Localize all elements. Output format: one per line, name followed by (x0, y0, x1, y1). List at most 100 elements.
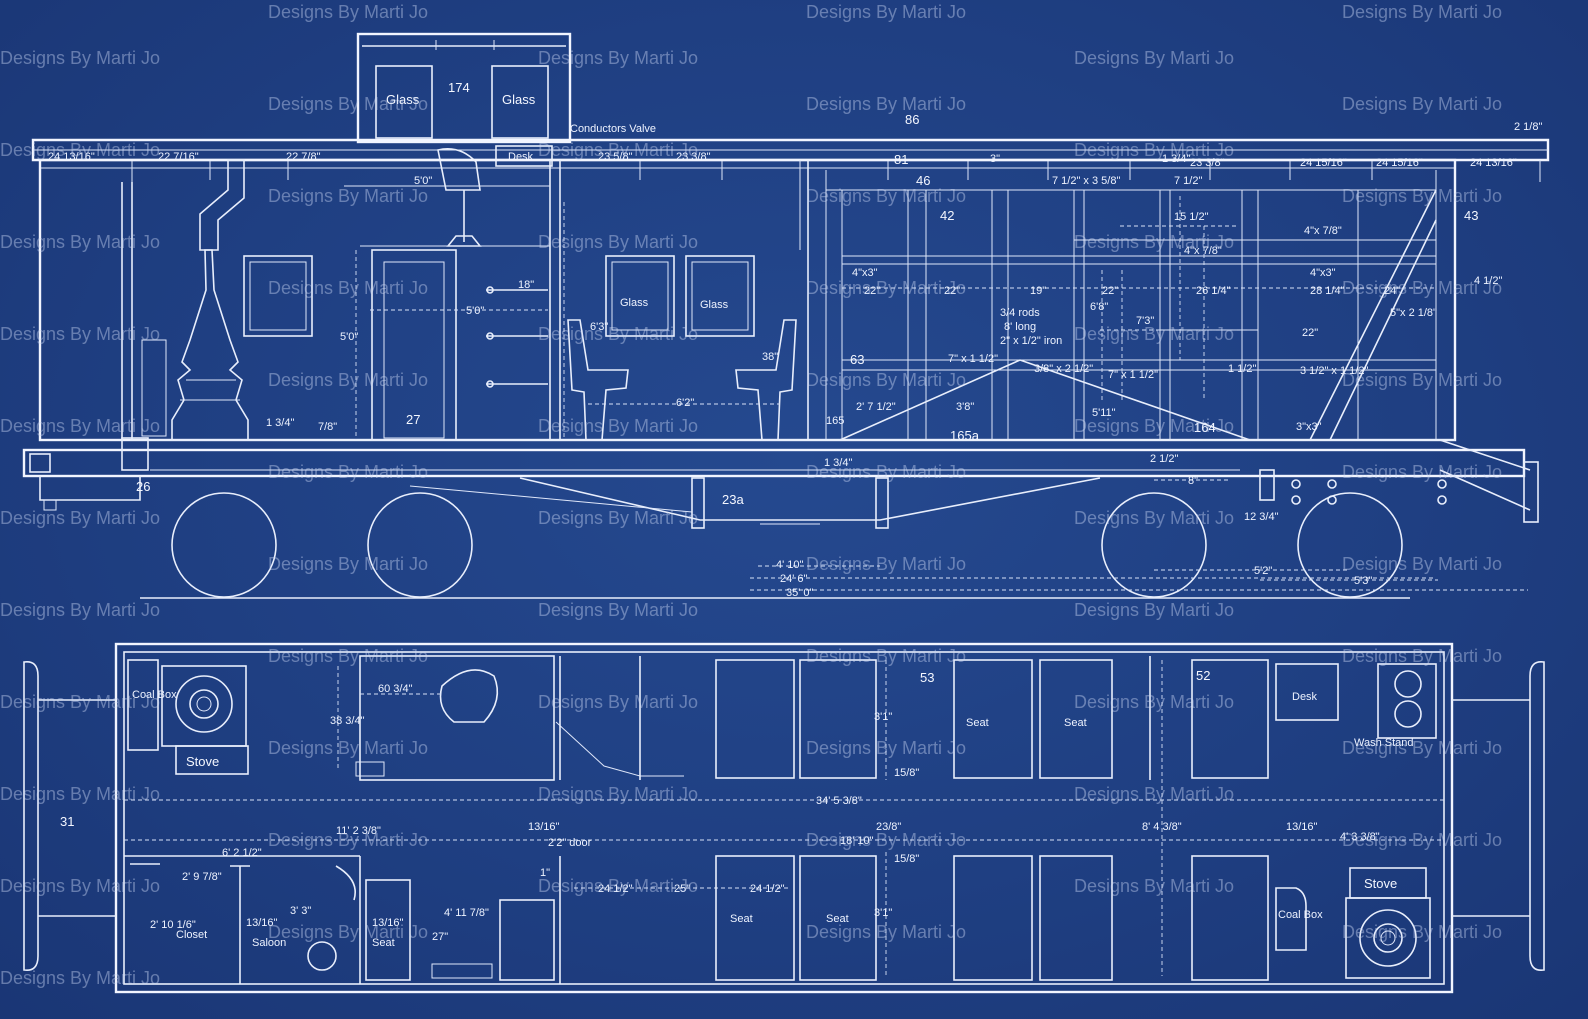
watermark: Designs By Marti Jo (806, 554, 966, 574)
rear-coupler (1259, 439, 1539, 523)
watermark: Designs By Marti Jo (1074, 324, 1234, 344)
part-165a: 165a (950, 428, 980, 443)
cupola (356, 32, 572, 144)
watermark: Designs By Marti Jo (1342, 554, 1502, 574)
stove-top (161, 665, 247, 747)
roof-line (31, 138, 1550, 162)
part-86: 86 (905, 112, 919, 127)
dim-22-b: 22" (944, 285, 960, 297)
cupola-window-left-label: Glass (386, 92, 420, 107)
rafter-dim-2: 22 7/16" (158, 151, 199, 163)
dim-2-9-7-8: 2' 9 7/8" (182, 871, 222, 883)
dim-22-d: 22" (1302, 327, 1318, 339)
dim-15-1-2: 15 1/2" (1174, 211, 1209, 223)
watermark: Designs By Marti Jo (268, 922, 428, 942)
watermark: Designs By Marti Jo (0, 508, 160, 528)
watermark: Designs By Marti Jo (1342, 186, 1502, 206)
watermark: Designs By Marti Jo (1074, 600, 1234, 620)
dim-38-3-4: 38 3/4" (330, 715, 365, 727)
framing-grid (825, 170, 1437, 440)
watermark: Designs By Marti Jo (806, 646, 966, 666)
dim-3-1-b: 3'1" (874, 907, 892, 919)
iron-note: 2" x 1/2" iron (1000, 335, 1062, 347)
closet-label: Closet (176, 929, 207, 941)
window-glass-1-label: Glass (620, 297, 649, 309)
dim-60-3-4: 60 3/4" (378, 683, 413, 695)
watermark: Designs By Marti Jo (538, 784, 698, 804)
dim-4x7-8-b: 4"x 7/8" (1304, 225, 1342, 237)
platform-left (23, 660, 39, 972)
watermark: Designs By Marti Jo (0, 416, 160, 436)
dim-4-11-7-8: 4' 11 7/8" (444, 907, 489, 919)
watermark: Designs By Marti Jo (1074, 232, 1234, 252)
saloon-label: Saloon (252, 937, 286, 949)
dim-2-1-8: 2 1/8" (1514, 121, 1542, 133)
watermark: Designs By Marti Jo (806, 186, 966, 206)
watermark: Designs By Marti Jo (1074, 140, 1234, 160)
ladder-rungs (486, 286, 548, 388)
dim-24-1-2-a: 24 1/2" (598, 883, 633, 895)
watermark: Designs By Marti Jo (1342, 278, 1502, 298)
dim-22-c: 22" (1102, 285, 1118, 297)
dim-18-10: 18' 10" (840, 835, 874, 847)
dim-6-8: 6'8" (1090, 301, 1108, 313)
watermark: Designs By Marti Jo (806, 278, 966, 298)
seat-label-5: Seat (826, 913, 849, 925)
watermark: Designs By Marti Jo (806, 922, 966, 942)
watermark: Designs By Marti Jo (0, 140, 160, 160)
desk-plan-label: Desk (1292, 691, 1318, 703)
seat-elevation-right (735, 319, 797, 441)
watermark: Designs By Marti Jo (538, 600, 698, 620)
dim-12-3-4: 12 3/4" (1244, 511, 1279, 523)
iron-note-2: 3/8" x 2 1/2" (1034, 363, 1093, 375)
watermark: Designs By Marti Jo (538, 324, 698, 344)
truss-rod (519, 477, 1101, 521)
dim-1-3-4-c: 1 3/4" (824, 457, 852, 469)
watermark: Designs By Marti Jo (1342, 646, 1502, 666)
dim-1-3-4-b: 1 3/4" (1162, 153, 1190, 165)
part-165: 165 (826, 415, 844, 427)
cupola-number: 174 (448, 80, 470, 95)
window-left-wall (243, 255, 313, 337)
dim-13-16-c: 13/16" (246, 917, 278, 929)
watermark: Designs By Marti Jo (268, 830, 428, 850)
dim-25: 25" (674, 883, 690, 895)
watermark: Designs By Marti Jo (268, 370, 428, 390)
dim-5-11: 5'11" (1092, 407, 1116, 419)
floor-plan: 31 Coal Box Stove Seat Seat 53 52 Desk (23, 642, 1545, 994)
watermark: Designs By Marti Jo (1342, 830, 1502, 850)
dim-2-7: 2' 7 1/2" (856, 401, 896, 413)
watermark: Designs By Marti Jo (268, 462, 428, 482)
dim-34-5-3-8: 34' 5 3/8" (816, 795, 862, 807)
platform-right (1529, 660, 1545, 972)
watermark: Designs By Marti Jo (1342, 2, 1502, 22)
dim-7-3: 7'3" (1136, 315, 1154, 327)
coal-box-bottom (1275, 887, 1307, 951)
dim-4-3-3-8: 4' 3 3/8" (1340, 831, 1380, 843)
watermark: Designs By Marti Jo (1074, 876, 1234, 896)
dim-7-8: 7/8" (318, 421, 337, 433)
watermark: Designs By Marti Jo (1074, 508, 1234, 528)
watermark: Designs By Marti Jo (806, 370, 966, 390)
rafter-dim-9: 24 13/16" (1470, 157, 1517, 169)
watermark: Designs By Marti Jo (268, 2, 428, 22)
dim-13-16-a: 13/16" (528, 821, 560, 833)
watermark: Designs By Marti Jo (268, 646, 428, 666)
part-164: 164 (1194, 420, 1216, 435)
watermark: Designs By Marti Jo (806, 2, 966, 22)
conductors-valve-label: Conductors Valve (570, 123, 656, 135)
part-26: 26 (136, 479, 150, 494)
watermark: Designs By Marti Jo (0, 784, 160, 804)
watermark: Designs By Marti Jo (538, 140, 698, 160)
desk (495, 145, 553, 167)
sill (22, 448, 1526, 478)
seat-label-1: Seat (966, 717, 989, 729)
watermark: Designs By Marti Jo (268, 554, 428, 574)
watermarks: Designs By Marti Jo Designs By Marti Jo … (0, 2, 1502, 988)
rafter-dim-8: 24 15/16" (1376, 157, 1423, 169)
part-63: 63 (850, 352, 864, 367)
watermark: Designs By Marti Jo (1074, 692, 1234, 712)
wheel-4 (1297, 492, 1403, 598)
wash-stand (1377, 663, 1437, 739)
